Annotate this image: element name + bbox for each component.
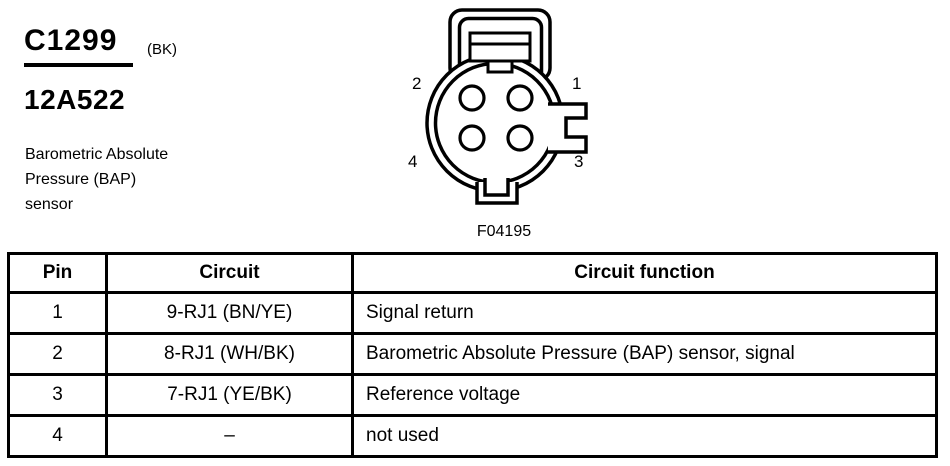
- function-cell: not used: [351, 414, 938, 458]
- pin-4-hole: [458, 124, 486, 152]
- pin-1-hole: [506, 84, 534, 112]
- latch-clip-notch: [486, 59, 514, 74]
- table-header-row: Pin Circuit Circuit function: [7, 252, 938, 294]
- col-header-circuit-function: Circuit function: [351, 252, 938, 294]
- body-outer-circle: [425, 53, 565, 193]
- pin-label-1: 1: [572, 74, 582, 93]
- pin-cell: 4: [7, 414, 108, 458]
- function-cell: Signal return: [351, 291, 938, 335]
- pinout-table: Pin Circuit Circuit function 1 9-RJ1 (BN…: [7, 252, 938, 458]
- pin-label-3: 3: [574, 152, 584, 171]
- latch-clip: [468, 31, 532, 63]
- description-line: sensor: [25, 196, 74, 213]
- pin-label-4: 4: [408, 152, 418, 171]
- function-cell: Reference voltage: [351, 373, 938, 417]
- part-number: 12A522: [24, 84, 126, 115]
- right-keying-tab: [548, 102, 588, 154]
- table-row: 2 8-RJ1 (WH/BK) Barometric Absolute Pres…: [7, 332, 938, 376]
- figure-label: F04195: [476, 223, 532, 240]
- connector-id: C1299: [24, 24, 118, 57]
- description-line: Barometric Absolute: [25, 146, 169, 163]
- connector-description: Barometric Absolute Pressure (BAP) senso…: [25, 142, 168, 217]
- pin-cell: 1: [7, 291, 108, 335]
- pin-cell: 2: [7, 332, 108, 376]
- circuit-cell: 8-RJ1 (WH/BK): [105, 332, 354, 376]
- function-cell: Barometric Absolute Pressure (BAP) senso…: [351, 332, 938, 376]
- connector-id-underline: [24, 63, 133, 67]
- connector-diagram: 2 1 4 3 F04195: [395, 0, 610, 250]
- description-line: Pressure (BAP): [25, 171, 137, 188]
- circuit-cell: 7-RJ1 (YE/BK): [105, 373, 354, 417]
- circuit-cell: 9-RJ1 (BN/YE): [105, 291, 354, 335]
- table-row: 3 7-RJ1 (YE/BK) Reference voltage: [7, 373, 938, 417]
- col-header-circuit: Circuit: [105, 252, 354, 294]
- bottom-tab-slot: [483, 178, 510, 197]
- pin-2-hole: [458, 84, 486, 112]
- connector-face-drawing: [425, 8, 588, 205]
- connector-color-code: (BK): [147, 41, 177, 58]
- circuit-cell: –: [105, 414, 354, 458]
- table-row: 1 9-RJ1 (BN/YE) Signal return: [7, 291, 938, 335]
- table-row: 4 – not used: [7, 414, 938, 458]
- pin-cell: 3: [7, 373, 108, 417]
- col-header-pin: Pin: [7, 252, 108, 294]
- pin-3-hole: [506, 124, 534, 152]
- pin-label-2: 2: [412, 74, 422, 93]
